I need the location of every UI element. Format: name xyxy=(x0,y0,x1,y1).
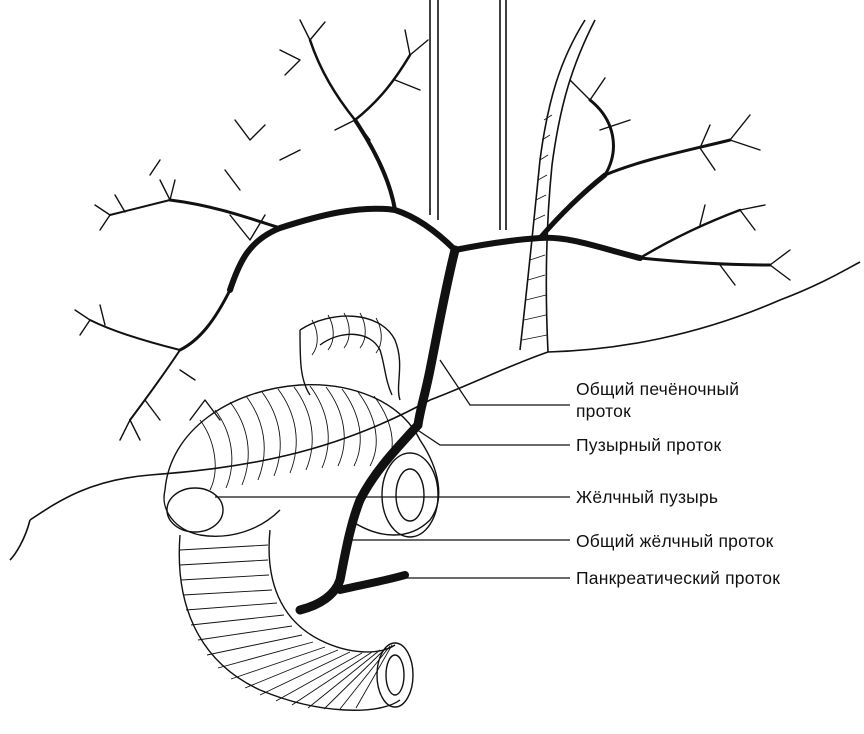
label-common-hepatic-duct-line2: проток xyxy=(576,401,631,421)
liver-outline xyxy=(9,0,861,561)
leader-lines xyxy=(215,359,570,579)
label-common-bile-duct: Общий жёлчный проток xyxy=(576,531,774,551)
duodenum-illustration xyxy=(178,529,414,711)
label-common-hepatic-duct-line1: Общий печёночный xyxy=(576,379,740,399)
duct-branches-fine xyxy=(74,19,791,441)
leader-line-common-hepatic-duct xyxy=(439,359,570,406)
label-cystic-duct: Пузырный проток xyxy=(576,435,722,455)
gallbladder-illustration xyxy=(163,315,440,538)
gallbladder-ribs xyxy=(199,312,393,491)
duodenum-ribs xyxy=(179,544,393,710)
label-pancreatic-duct: Панкреатический проток xyxy=(576,568,781,588)
label-gallbladder: Жёлчный пузырь xyxy=(576,487,719,507)
leader-line-cystic-duct xyxy=(409,424,570,446)
bile-duct-tree xyxy=(89,38,772,615)
